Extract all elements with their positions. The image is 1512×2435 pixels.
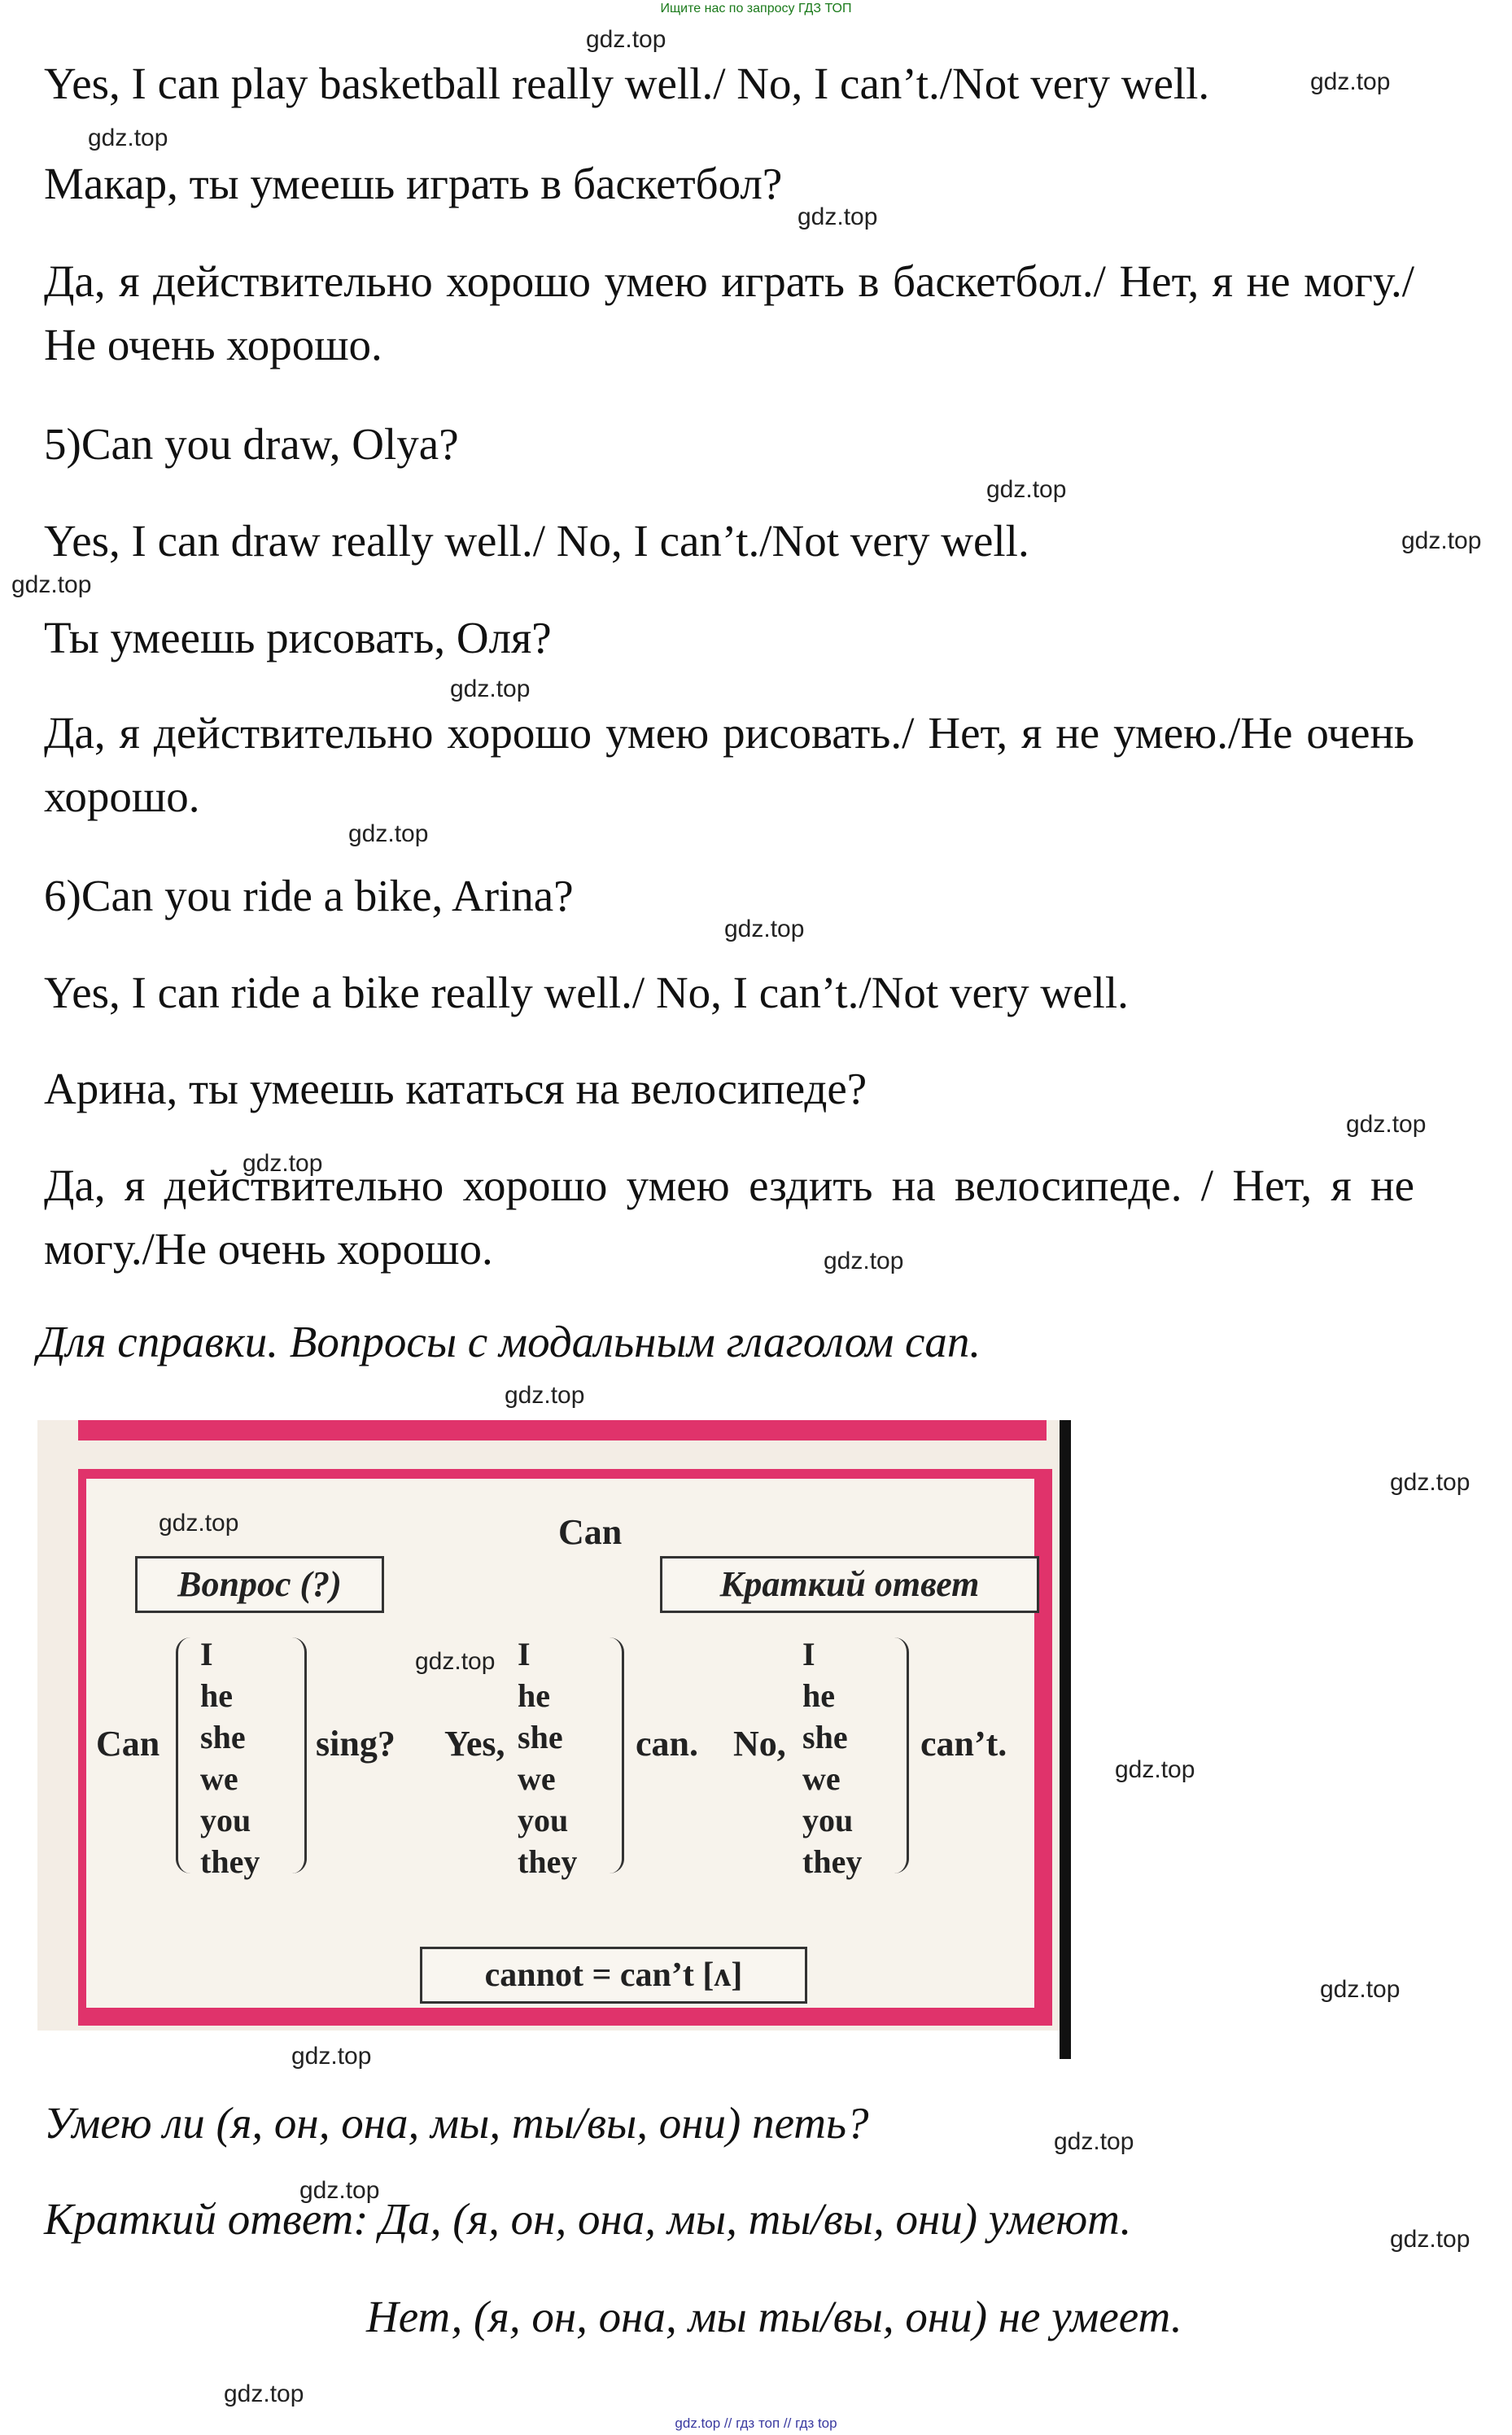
watermark: gdz.top bbox=[224, 2380, 304, 2407]
pronoun: you bbox=[200, 1802, 251, 1838]
watermark: gdz.top bbox=[1310, 68, 1391, 95]
figure-frame: Can Вопрос (?) Краткий ответ Can I he sh… bbox=[78, 1469, 1052, 2026]
pronoun: he bbox=[518, 1677, 550, 1714]
can-period-word: can. bbox=[636, 1724, 698, 1764]
pronoun: she bbox=[200, 1719, 246, 1755]
translation-short-answer: Краткий ответ: Да, (я, он, она, мы, ты/в… bbox=[44, 2194, 1132, 2244]
pronoun-column-1: I he she we you they bbox=[200, 1633, 260, 1882]
text-line-8: 6)Can you ride a bike, Arina? bbox=[44, 871, 574, 920]
question-label-box: Вопрос (?) bbox=[135, 1556, 384, 1613]
sing-word: sing? bbox=[316, 1724, 395, 1764]
reference-title: Для справки. Вопросы с модальным глаголо… bbox=[37, 1317, 981, 1366]
text-line-7: Да, я действительно хорошо умею рисовать… bbox=[44, 708, 1414, 821]
watermark: gdz.top bbox=[450, 675, 531, 702]
pronoun: we bbox=[200, 1760, 238, 1797]
watermark: gdz.top bbox=[299, 2177, 380, 2204]
figure-right-edge bbox=[1060, 1420, 1071, 2059]
text-line-1: Yes, I can play basketball really well./… bbox=[44, 59, 1210, 108]
text-line-4: 5)Can you draw, Olya? bbox=[44, 419, 459, 469]
watermark: gdz.top bbox=[11, 571, 92, 598]
formula-box: cannot = can’t [ʌ] bbox=[420, 1947, 807, 2004]
pronoun: he bbox=[802, 1677, 835, 1714]
pronoun: she bbox=[518, 1719, 563, 1755]
watermark: gdz.top bbox=[798, 203, 878, 230]
figure-bottom-band bbox=[37, 2031, 1060, 2059]
watermark: gdz.top bbox=[415, 1648, 496, 1675]
watermark: gdz.top bbox=[986, 476, 1067, 503]
footer-note: gdz.top // гдз топ // гдз top bbox=[675, 2415, 837, 2431]
watermark: gdz.top bbox=[1401, 527, 1482, 554]
yes-word: Yes, bbox=[444, 1724, 505, 1764]
no-word: No, bbox=[733, 1724, 786, 1764]
watermark: gdz.top bbox=[1346, 1111, 1427, 1138]
right-brace-1 bbox=[290, 1637, 307, 1873]
pronoun: she bbox=[802, 1719, 848, 1755]
pronoun: I bbox=[200, 1636, 213, 1672]
text-line-9: Yes, I can ride a bike really well./ No,… bbox=[44, 968, 1129, 1017]
pronoun: we bbox=[518, 1760, 556, 1797]
watermark: gdz.top bbox=[159, 1510, 239, 1537]
watermark: gdz.top bbox=[1115, 1756, 1195, 1783]
translation-question: Умею ли (я, он, она, мы, ты/вы, они) пет… bbox=[44, 2098, 869, 2148]
watermark: gdz.top bbox=[1390, 2226, 1470, 2253]
text-line-3: Да, я действительно хорошо умею играть в… bbox=[44, 256, 1414, 369]
text-line-10: Арина, ты умеешь кататься на велосипеде? bbox=[44, 1064, 867, 1113]
watermark: gdz.top bbox=[824, 1248, 904, 1274]
cant-word: can’t. bbox=[920, 1724, 1007, 1764]
header-note: Ищите нас по запросу ГДЗ ТОП bbox=[660, 2, 852, 15]
text-line-2: Макар, ты умеешь играть в баскетбол? bbox=[44, 159, 783, 208]
pronoun-column-2: I he she we you they bbox=[518, 1633, 577, 1882]
pronoun: he bbox=[200, 1677, 233, 1714]
watermark: gdz.top bbox=[586, 26, 666, 53]
pronoun: they bbox=[200, 1843, 260, 1880]
pronoun-column-3: I he she we you they bbox=[802, 1633, 862, 1882]
watermark: gdz.top bbox=[348, 820, 429, 847]
watermark: gdz.top bbox=[505, 1382, 585, 1409]
watermark: gdz.top bbox=[88, 125, 168, 151]
textbook-figure: Can Вопрос (?) Краткий ответ Can I he sh… bbox=[37, 1420, 1071, 2059]
right-brace-3 bbox=[892, 1637, 909, 1873]
text-line-5: Yes, I can draw really well./ No, I can’… bbox=[44, 516, 1029, 566]
pronoun: I bbox=[802, 1636, 815, 1672]
pronoun: I bbox=[518, 1636, 531, 1672]
figure-top-band bbox=[78, 1420, 1047, 1440]
watermark: gdz.top bbox=[243, 1150, 323, 1177]
can-word: Can bbox=[96, 1724, 160, 1764]
short-answer-label-box: Краткий ответ bbox=[660, 1556, 1039, 1613]
pronoun: they bbox=[518, 1843, 578, 1880]
watermark: gdz.top bbox=[291, 2043, 372, 2070]
watermark: gdz.top bbox=[1054, 2128, 1134, 2155]
pronoun: they bbox=[802, 1843, 863, 1880]
left-brace-1 bbox=[176, 1637, 193, 1873]
pronoun: you bbox=[802, 1802, 854, 1838]
watermark: gdz.top bbox=[1320, 1976, 1401, 2003]
watermark: gdz.top bbox=[724, 916, 805, 942]
pronoun: you bbox=[518, 1802, 569, 1838]
translation-negative: Нет, (я, он, она, мы ты/вы, они) не умее… bbox=[366, 2292, 1182, 2341]
text-line-6: Ты умеешь рисовать, Оля? bbox=[44, 613, 552, 662]
watermark: gdz.top bbox=[1390, 1469, 1470, 1496]
text-line-11: Да, я действительно хорошо умею ездить н… bbox=[44, 1161, 1414, 1274]
figure-title: Can bbox=[558, 1512, 623, 1552]
right-brace-2 bbox=[607, 1637, 624, 1873]
pronoun: we bbox=[802, 1760, 841, 1797]
